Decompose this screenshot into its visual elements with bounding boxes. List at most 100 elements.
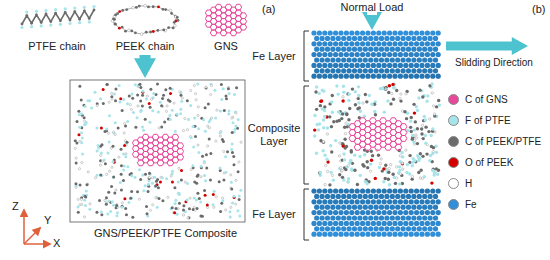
composite-atom	[365, 100, 368, 103]
f-atom	[73, 7, 76, 10]
composite-atom	[426, 94, 429, 97]
peek-atom	[132, 6, 135, 9]
composite-atom	[112, 176, 115, 179]
fe-atom	[352, 205, 357, 210]
fe-atom	[325, 194, 330, 199]
composite-atom	[351, 87, 354, 90]
fe-atom	[314, 205, 319, 210]
fe-atom	[436, 232, 441, 237]
composite-atom	[113, 131, 115, 133]
composite-atom	[197, 144, 199, 146]
composite-atom	[405, 93, 407, 95]
composite-atom	[202, 118, 205, 121]
fe-atom	[355, 63, 360, 68]
composite-atom	[318, 171, 321, 174]
composite-atom	[106, 83, 109, 86]
composite-atom	[411, 157, 414, 160]
composite-atom	[169, 92, 172, 95]
composite-atom	[159, 180, 162, 183]
fe-atom	[425, 210, 430, 215]
c-atom	[59, 19, 62, 22]
fe-atom	[311, 232, 316, 237]
composite-atom	[111, 166, 113, 168]
fe-atom	[347, 215, 352, 220]
fe-atom	[344, 52, 349, 57]
composite-atom	[96, 105, 98, 107]
composite-atom	[77, 110, 80, 113]
composite-atom	[186, 198, 189, 201]
composite-atom	[348, 107, 351, 110]
composite-atom	[388, 167, 390, 169]
composite-atom	[152, 204, 154, 206]
composite-atom	[182, 214, 184, 216]
fe-atom	[409, 52, 414, 57]
graphene-ring	[400, 124, 407, 130]
fe-atom	[365, 63, 370, 68]
fe-atom	[325, 57, 330, 62]
fe-atom	[414, 221, 419, 226]
composite-atom	[431, 127, 434, 130]
fe-atom	[406, 205, 411, 210]
f-atom	[92, 5, 95, 8]
composite-atom	[432, 105, 434, 107]
c-atom	[93, 9, 96, 12]
composite-atom	[126, 165, 129, 168]
composite-atom	[178, 167, 180, 169]
f-atom	[35, 10, 38, 13]
composite-atom	[313, 128, 316, 131]
composite-atom	[210, 117, 212, 119]
fe-atom	[401, 194, 406, 199]
composite-atom	[149, 106, 152, 109]
fe-atom	[436, 41, 441, 46]
composite-atom	[167, 196, 169, 198]
composite-atom	[214, 116, 217, 119]
fe-atom	[325, 47, 330, 52]
fe-atom	[425, 188, 430, 193]
c-atom	[83, 9, 86, 12]
fe-atom	[382, 232, 387, 237]
peek-atom	[173, 21, 176, 24]
composite-atom	[95, 126, 98, 129]
composite-atom	[193, 84, 195, 86]
fe-atom	[414, 199, 419, 204]
composite-atom	[340, 170, 342, 172]
composite-atom	[93, 91, 96, 94]
fe-atom	[419, 210, 424, 215]
axis-label: Y	[44, 214, 51, 227]
fe-atom	[376, 63, 381, 68]
fe-atom	[409, 63, 414, 68]
fe-atom	[422, 205, 427, 210]
fe-atom	[328, 74, 333, 79]
fe-atom	[382, 221, 387, 226]
fe-atom	[368, 205, 373, 210]
composite-atom	[124, 122, 126, 124]
fe-atom	[360, 188, 365, 193]
composite-atom	[427, 130, 430, 133]
peek-atom	[169, 9, 172, 12]
composite-atom	[398, 169, 401, 172]
fe-atom	[338, 221, 343, 226]
composite-atom	[320, 99, 323, 102]
composite-atom	[343, 146, 346, 149]
composite-atom	[341, 169, 343, 171]
composite-atom	[125, 153, 127, 155]
composite-atom	[345, 113, 348, 116]
composite-atom	[357, 94, 360, 97]
fe-atom	[433, 194, 438, 199]
fe-atom	[425, 30, 430, 35]
graphene-ring	[240, 24, 247, 30]
fe-atom	[409, 221, 414, 226]
fe-atom	[344, 210, 349, 215]
legend-text: C of PEEK/PTFE	[465, 136, 541, 147]
composite-atom	[209, 152, 212, 155]
fe-atom	[406, 47, 411, 52]
composite-atom	[145, 205, 148, 208]
panel-b-illustration	[304, 30, 441, 240]
composite-atom	[141, 90, 144, 93]
composite-atom	[341, 99, 344, 102]
peek-atom	[114, 23, 117, 26]
fe-atom	[379, 194, 384, 199]
composite-atom	[205, 153, 208, 156]
composite-atom	[391, 83, 394, 86]
fe-atom	[317, 41, 322, 46]
